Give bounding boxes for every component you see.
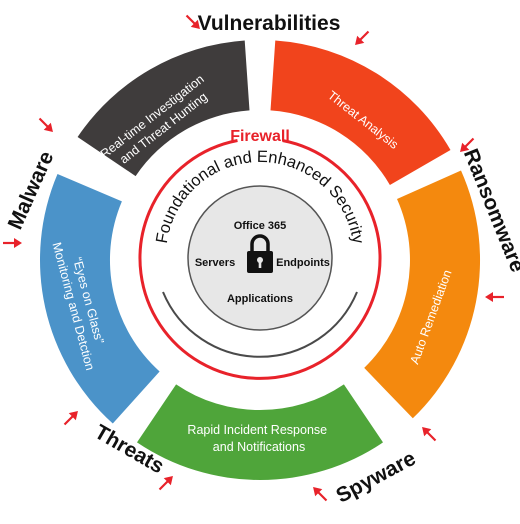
threat-vulnerabilities: Vulnerabilities <box>198 12 341 35</box>
arrow-icon <box>38 117 53 132</box>
core-label-endpoints: Endpoints <box>276 257 330 269</box>
arrow-icon <box>355 30 370 45</box>
segment-auto-remediation <box>364 170 481 419</box>
inner-arc <box>162 291 358 358</box>
label-rapid-response-line2: and Notifications <box>213 440 305 454</box>
segment-rapid-incident-response <box>137 384 383 480</box>
arrow-icon <box>485 292 504 302</box>
firewall-label: Firewall <box>230 128 290 145</box>
arrow-icon <box>185 14 200 29</box>
segment-threat-analysis <box>270 40 451 185</box>
firewall-ring <box>138 139 382 380</box>
arrow-icon <box>3 238 22 248</box>
core-label-applications: Applications <box>227 293 293 305</box>
label-rapid-response-line1: Rapid Incident Response <box>187 423 327 437</box>
label-rapid-response: Rapid Incident Response and Notification… <box>187 423 330 454</box>
segment-realtime-investigation <box>77 40 250 177</box>
arrow-icon <box>158 476 173 491</box>
core-label-servers: Servers <box>195 257 235 269</box>
arrow-icon <box>313 487 328 502</box>
arrow-icon <box>63 411 78 426</box>
core-label-office: Office 365 <box>234 220 287 232</box>
arrow-icon <box>460 137 475 152</box>
segment-monitoring-detection <box>39 174 160 424</box>
arrow-icon <box>422 427 437 442</box>
padlock-icon <box>247 234 273 273</box>
